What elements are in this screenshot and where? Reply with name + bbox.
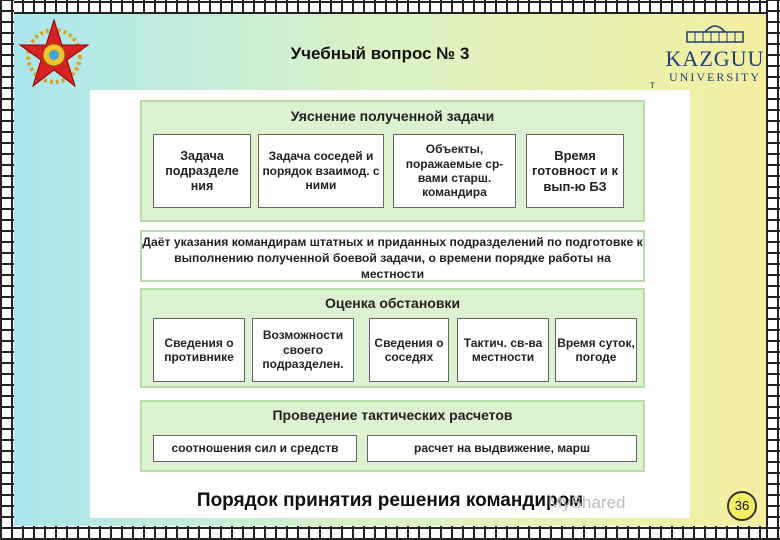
diagram-panel: Уяснение полученной задачи Задача подраз… — [90, 90, 690, 518]
university-logo: KAZGUU UNIVERSITY — [660, 18, 770, 90]
page-number-badge: 36 — [727, 491, 757, 521]
army-star-emblem-icon — [18, 18, 90, 88]
section-title: Проведение тактических расчетов — [272, 407, 513, 423]
logo-name: KAZGUU — [665, 46, 765, 71]
logo-subtitle: UNIVERSITY — [669, 70, 761, 84]
section-task-clarification: Уяснение полученной задачи Задача подраз… — [140, 100, 645, 222]
slide-title: Учебный вопрос № 3 — [290, 44, 470, 63]
building-icon — [686, 25, 744, 43]
box-readiness-time: Время готовност и к вып-ю БЗ — [526, 134, 624, 208]
ornament-border-right — [766, 0, 780, 540]
box-neighbors-task: Задача соседей и порядок взаимод. с ними — [258, 134, 384, 208]
ornament-border-top — [0, 0, 780, 14]
box-targets: Объекты, поражаемые ср-вами старш. коман… — [393, 134, 516, 208]
box-enemy-info: Сведения о противнике — [153, 318, 245, 382]
instruction-box: Даёт указания командирам штатных и прида… — [140, 230, 645, 282]
box-time-weather: Время суток, погоде — [555, 318, 637, 382]
box-own-capabilities: Возможности своего подразделен. — [252, 318, 354, 382]
box-unit-task: Задача подразделе ния — [153, 134, 251, 208]
section-title: Уяснение полученной задачи — [290, 108, 495, 124]
section-situation-assessment: Оценка обстановки Сведения о противнике … — [140, 288, 645, 388]
box-neighbors-info: Сведения о соседях — [369, 318, 449, 382]
box-forces-ratio: соотношения сил и средств — [153, 435, 357, 462]
ornament-border-bottom — [0, 526, 780, 540]
tick-mark: т — [650, 80, 655, 91]
box-march-calc: расчет на выдвижение, марш — [367, 435, 637, 462]
watermark: MyShared — [548, 493, 626, 512]
section-tactical-calculations: Проведение тактических расчетов соотноше… — [140, 400, 645, 472]
ornament-border-left — [0, 0, 14, 540]
box-terrain: Тактич. св-ва местности — [457, 318, 549, 382]
section-title: Оценка обстановки — [324, 295, 461, 311]
diagram-caption: Порядок принятия решения командиром — [196, 490, 584, 511]
